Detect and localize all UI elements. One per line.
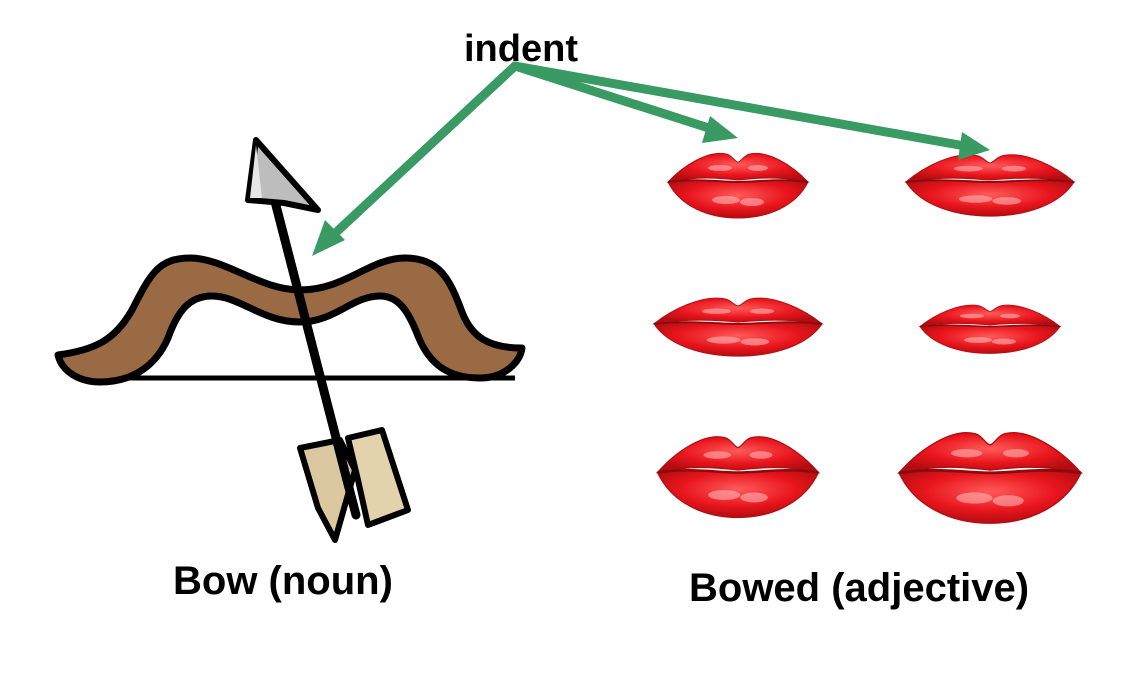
lips-group: [652, 152, 1083, 525]
arrowhead-lips-2: [958, 132, 990, 160]
bow-and-arrow-icon: [54, 137, 526, 543]
indent-arrow-lips-1: [510, 61, 720, 135]
arrowhead-lips-1: [702, 116, 738, 143]
indent-arrow-bow: [325, 61, 520, 243]
indent-arrows: [312, 61, 990, 256]
indent-label: indent: [464, 28, 578, 70]
lips-icon: [919, 304, 1061, 355]
lips-icon: [904, 153, 1076, 218]
bow-noun-label: Bow (noun): [173, 559, 393, 603]
lips-icon: [652, 296, 824, 358]
arrowhead-bow: [312, 220, 345, 256]
lips-icon: [897, 431, 1083, 525]
indent-arrow-lips-2: [510, 61, 970, 151]
lips-icon: [656, 435, 820, 519]
bowed-adjective-label: Bowed (adjective): [689, 566, 1030, 610]
lips-icon: [667, 152, 809, 219]
